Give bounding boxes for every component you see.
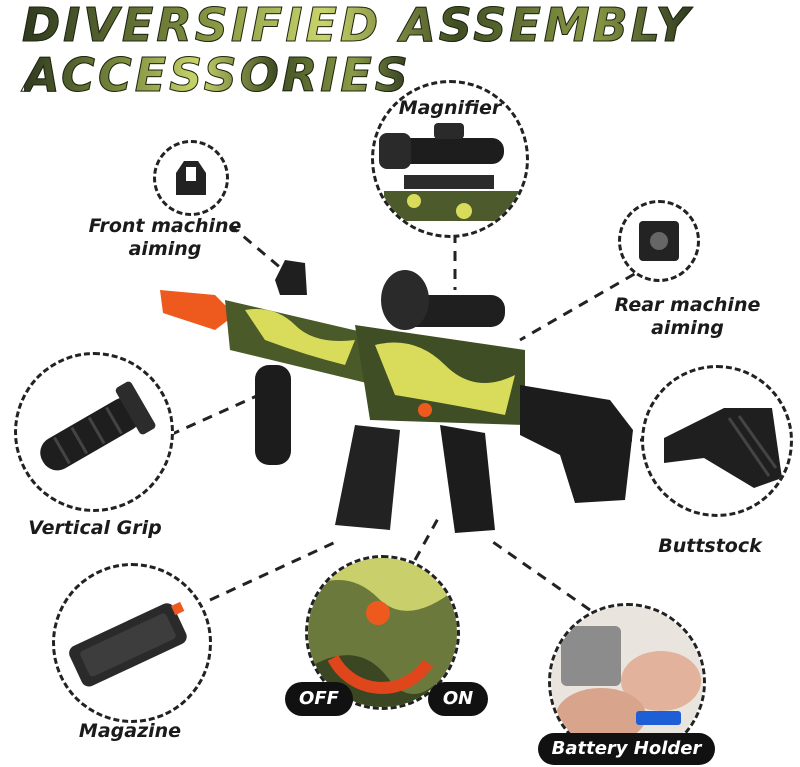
line-rear-aiming <box>519 263 651 342</box>
line-front-aiming <box>229 223 296 282</box>
magazine-label: Magazine <box>78 720 182 742</box>
buttstock-circle <box>641 365 793 517</box>
on-badge: ON <box>428 682 488 716</box>
buttstock-icon <box>664 408 782 488</box>
battery-holder-badge: Battery Holder <box>538 733 715 765</box>
grip-icon <box>40 381 156 471</box>
blaster-pistol-grip <box>440 425 495 533</box>
magazine-icon <box>69 601 187 687</box>
battery-icon <box>551 606 703 758</box>
line-switch <box>413 514 442 561</box>
title-line-1: DIVERSIFIED ASSEMBLY <box>21 0 693 52</box>
blaster-tip <box>160 290 235 330</box>
buttstock-label: Buttstock <box>658 535 762 557</box>
magnifier-label: Magnifier <box>398 97 502 119</box>
vertical-grip-label: Vertical Grip <box>28 517 162 539</box>
blaster-front-sight <box>275 260 307 295</box>
vertical-grip-circle <box>14 352 174 512</box>
off-badge: OFF <box>285 682 353 716</box>
magazine-circle <box>52 563 212 723</box>
line-battery <box>489 538 591 612</box>
rear-aiming-circle <box>618 200 700 282</box>
title-line-2: ACCESSORIES <box>24 48 411 102</box>
line-magazine <box>209 538 341 602</box>
line-grip <box>169 388 271 437</box>
front-aiming-label: Front machine aiming <box>88 215 242 260</box>
rear-aiming-label: Rear machine aiming <box>614 294 761 339</box>
blaster-stock <box>520 385 633 503</box>
blaster-vertical-grip <box>255 365 291 465</box>
blaster-magazine <box>335 425 400 530</box>
blaster-illustration <box>160 260 633 533</box>
magnifier-circle <box>371 80 529 238</box>
front-aiming-circle <box>153 140 229 216</box>
front-sight-icon <box>176 161 206 195</box>
rear-sight-icon <box>639 221 679 261</box>
